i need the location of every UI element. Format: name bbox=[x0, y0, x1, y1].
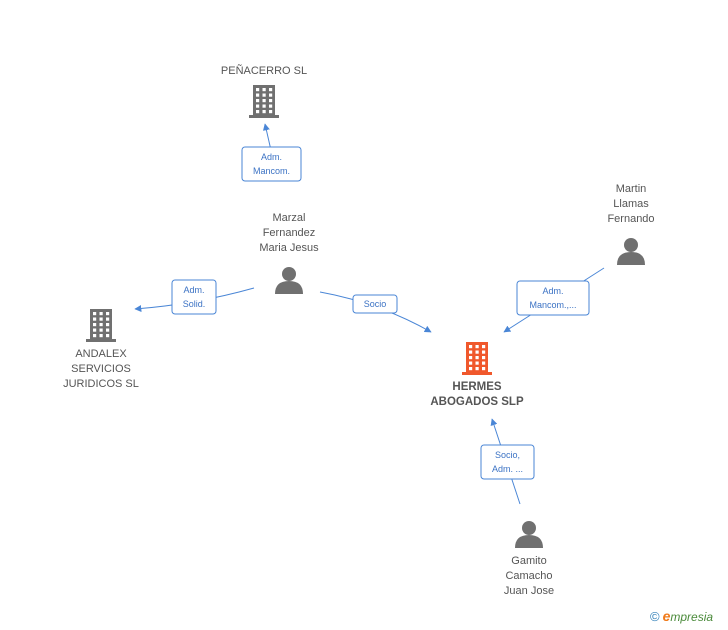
edge-label-box[interactable] bbox=[171, 279, 217, 315]
edge-martin-to-hermes: Adm. Mancom.,... bbox=[503, 267, 605, 333]
edge-label-box[interactable] bbox=[516, 280, 590, 316]
node-label: Fernandez bbox=[263, 227, 316, 239]
node-label: ABOGADOS SLP bbox=[430, 396, 524, 408]
building-icon bbox=[86, 309, 116, 342]
node-label: PEÑACERRO SL bbox=[221, 64, 307, 77]
node-label: Camacho bbox=[505, 570, 552, 582]
node-andalex[interactable]: ANDALEX SERVICIOS JURIDICOS SL bbox=[63, 309, 139, 390]
brand-name: mpresia bbox=[670, 610, 714, 624]
edge-label-text: Adm. bbox=[542, 286, 563, 296]
edge-marzal-to-hermes: Socio bbox=[319, 291, 432, 333]
copyright-symbol: © bbox=[650, 609, 660, 624]
node-penacerro[interactable]: PEÑACERRO SL bbox=[221, 64, 307, 118]
edge-label-text: Socio bbox=[364, 299, 387, 309]
edge-label-text: Adm. bbox=[183, 285, 204, 295]
node-label: Marzal bbox=[272, 212, 305, 224]
edge-label-box[interactable] bbox=[241, 146, 302, 182]
node-label: JURIDICOS SL bbox=[63, 378, 139, 390]
node-label: Maria Jesus bbox=[259, 242, 319, 254]
node-label: ANDALEX bbox=[75, 348, 127, 360]
edge-label-text: Adm. bbox=[261, 152, 282, 162]
edge-label-text: Adm. ... bbox=[492, 464, 523, 474]
node-label: Juan Jose bbox=[504, 585, 554, 597]
edge-label-text: Mancom. bbox=[253, 166, 290, 176]
brand-initial: e bbox=[662, 608, 671, 624]
edge-label-text: Socio, bbox=[495, 450, 520, 460]
node-label: Llamas bbox=[613, 198, 649, 210]
node-hermes[interactable]: HERMES ABOGADOS SLP bbox=[430, 342, 524, 408]
person-icon bbox=[617, 238, 645, 265]
person-icon bbox=[515, 521, 543, 548]
edge-label-box[interactable] bbox=[480, 444, 535, 480]
node-label: Fernando bbox=[607, 213, 654, 225]
edge-label-text: Mancom.,... bbox=[529, 300, 576, 310]
building-icon bbox=[462, 342, 492, 375]
node-label: SERVICIOS bbox=[71, 363, 131, 375]
building-icon bbox=[249, 85, 279, 118]
edge-gamito-to-hermes: Socio, Adm. ... bbox=[480, 418, 535, 505]
edge-label-text: Solid. bbox=[183, 299, 206, 309]
person-icon bbox=[275, 267, 303, 294]
node-label: Gamito bbox=[511, 555, 546, 567]
empresia-logo: ©empresia bbox=[650, 608, 713, 624]
edge-marzal-to-andalex: Adm. Solid. bbox=[134, 279, 255, 315]
edge-marzal-to-penacerro: Adm. Mancom. bbox=[241, 123, 302, 182]
edge-label-box[interactable] bbox=[352, 294, 398, 314]
node-label: HERMES bbox=[452, 381, 502, 393]
node-label: Martin bbox=[616, 183, 647, 195]
